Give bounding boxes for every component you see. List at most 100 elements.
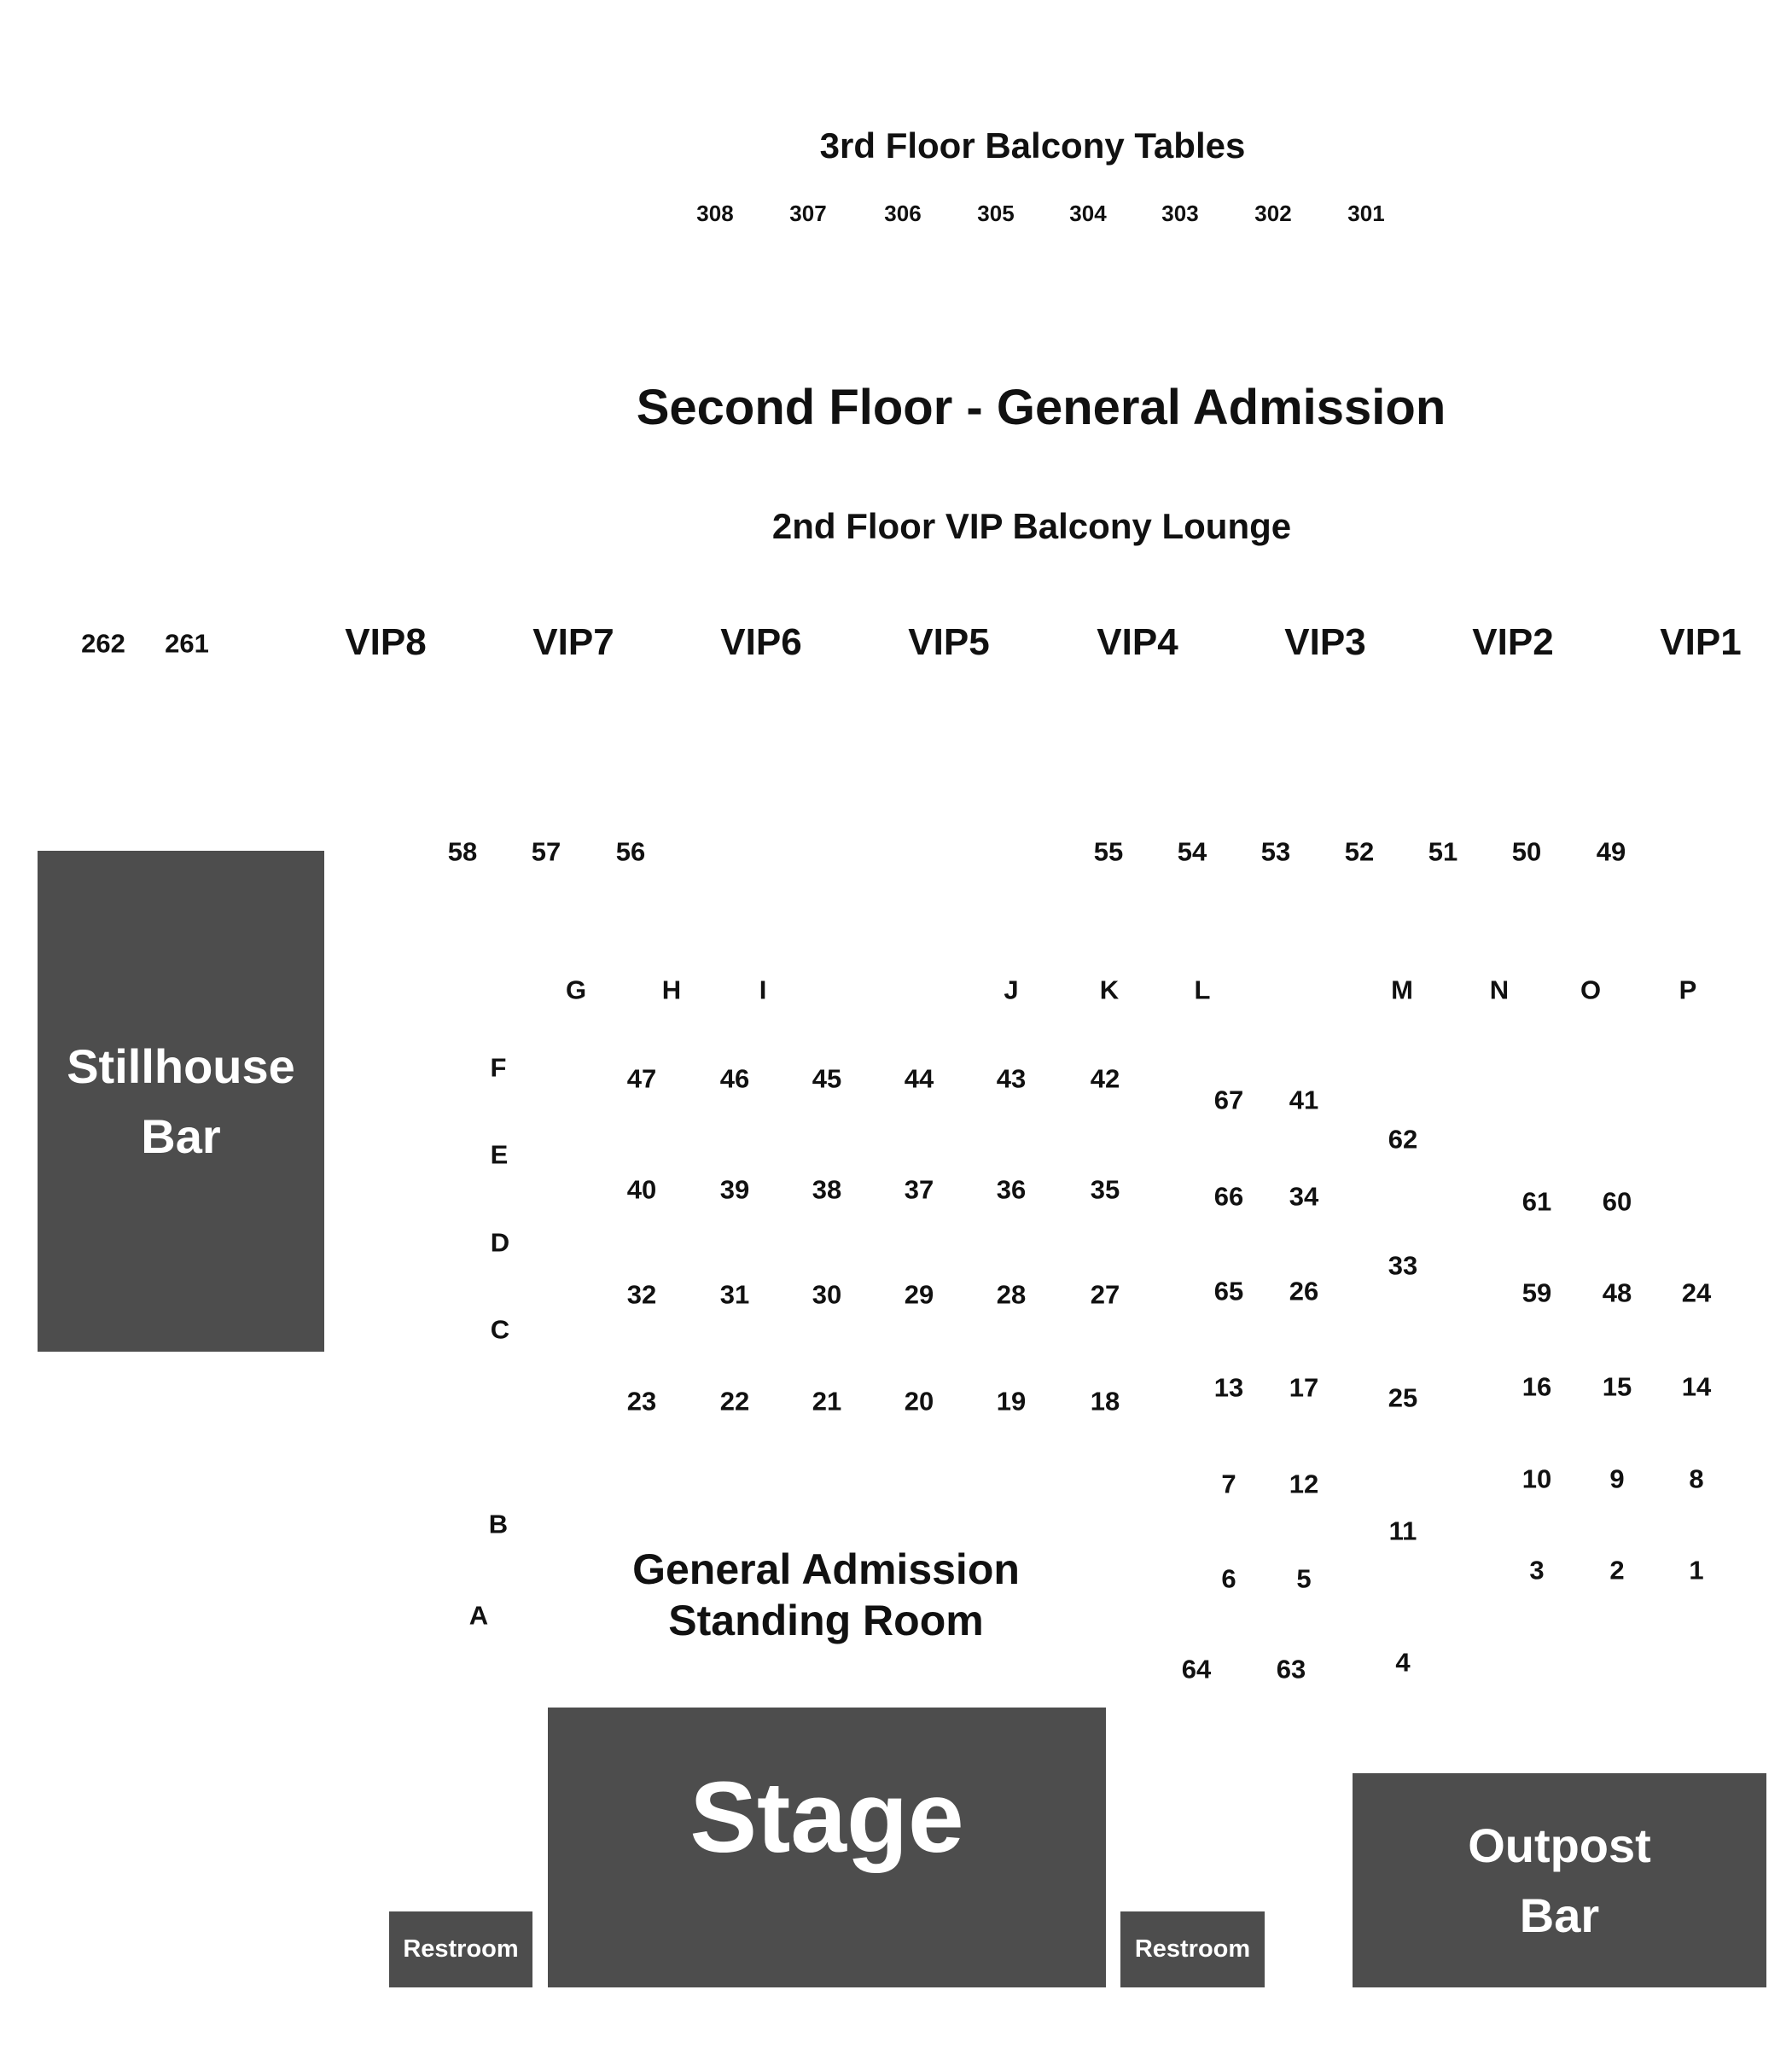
table[interactable]: 38 [812, 1174, 842, 1205]
table[interactable]: 22 [719, 1386, 750, 1417]
vip-section[interactable]: VIP3 [1284, 621, 1366, 663]
table[interactable]: 23 [626, 1386, 657, 1417]
lounge-table[interactable]: 261 [165, 628, 209, 659]
table[interactable]: 47 [626, 1063, 657, 1094]
vip-section[interactable]: VIP6 [720, 621, 802, 663]
table[interactable]: 14 [1681, 1371, 1712, 1402]
table[interactable]: 7 [1221, 1469, 1236, 1499]
table[interactable]: 40 [626, 1174, 657, 1205]
column-letter: G [565, 975, 587, 1005]
stage-label: Stage [689, 1761, 964, 1874]
column-letter: H [661, 975, 682, 1005]
vip-section[interactable]: VIP4 [1097, 621, 1178, 663]
table[interactable]: 57 [531, 836, 561, 867]
stillhouse-bar[interactable]: Stillhouse Bar [38, 851, 324, 1352]
table[interactable]: 10 [1521, 1463, 1552, 1494]
balcony-table[interactable]: 301 [1347, 201, 1385, 226]
table[interactable]: 8 [1689, 1463, 1704, 1494]
table[interactable]: 56 [615, 836, 646, 867]
table[interactable]: 3 [1529, 1555, 1545, 1585]
table[interactable]: 25 [1388, 1382, 1418, 1413]
table[interactable]: 28 [996, 1279, 1027, 1310]
general-admission-line2: Standing Room [668, 1597, 984, 1644]
table[interactable]: 64 [1181, 1654, 1212, 1684]
outpost-bar[interactable]: Outpost Bar [1353, 1773, 1766, 1987]
table[interactable]: 30 [812, 1279, 842, 1310]
vip-section[interactable]: VIP7 [532, 621, 614, 663]
table[interactable]: 49 [1596, 836, 1626, 867]
table[interactable]: 4 [1395, 1647, 1411, 1678]
table[interactable]: 66 [1213, 1181, 1244, 1212]
table[interactable]: 29 [904, 1279, 934, 1310]
table[interactable]: 42 [1090, 1063, 1120, 1094]
table[interactable]: 48 [1602, 1277, 1632, 1308]
table[interactable]: 27 [1090, 1279, 1120, 1310]
table[interactable]: 59 [1521, 1277, 1552, 1308]
table[interactable]: 67 [1213, 1085, 1244, 1115]
balcony-table[interactable]: 306 [884, 201, 922, 226]
table[interactable]: 18 [1090, 1386, 1120, 1417]
table[interactable]: 44 [904, 1063, 934, 1094]
stage[interactable]: Stage [548, 1708, 1106, 1987]
table[interactable]: 43 [996, 1063, 1027, 1094]
table[interactable]: 60 [1602, 1186, 1632, 1217]
table[interactable]: 12 [1289, 1469, 1319, 1499]
table[interactable]: 62 [1388, 1124, 1418, 1155]
table[interactable]: 45 [812, 1063, 842, 1094]
table[interactable]: 52 [1344, 836, 1375, 867]
vip-section[interactable]: VIP8 [345, 621, 427, 663]
table[interactable]: 1 [1689, 1555, 1704, 1585]
row-letter: D [490, 1227, 510, 1258]
table[interactable]: 16 [1521, 1371, 1552, 1402]
table[interactable]: 6 [1221, 1563, 1236, 1594]
table[interactable]: 21 [812, 1386, 842, 1417]
table[interactable]: 20 [904, 1386, 934, 1417]
table[interactable]: 19 [996, 1386, 1027, 1417]
table[interactable]: 46 [719, 1063, 750, 1094]
table[interactable]: 58 [447, 836, 478, 867]
table[interactable]: 11 [1388, 1516, 1417, 1546]
table[interactable]: 65 [1213, 1276, 1244, 1306]
table[interactable]: 53 [1260, 836, 1291, 867]
table[interactable]: 26 [1289, 1276, 1319, 1306]
table[interactable]: 50 [1511, 836, 1542, 867]
restroom-left[interactable]: Restroom [389, 1911, 532, 1987]
balcony-table[interactable]: 305 [977, 201, 1015, 226]
table[interactable]: 51 [1428, 836, 1458, 867]
outpost-bar-label-line1: Outpost [1468, 1818, 1651, 1873]
table[interactable]: 31 [719, 1279, 750, 1310]
table[interactable]: 33 [1388, 1250, 1418, 1281]
table[interactable]: 5 [1296, 1563, 1312, 1594]
vip-section[interactable]: VIP1 [1660, 621, 1742, 663]
table[interactable]: 39 [719, 1174, 750, 1205]
lounge-table[interactable]: 262 [81, 628, 125, 659]
table[interactable]: 9 [1609, 1463, 1625, 1494]
table[interactable]: 35 [1090, 1174, 1120, 1205]
table[interactable]: 37 [904, 1174, 934, 1205]
vip-section[interactable]: VIP5 [908, 621, 990, 663]
table[interactable]: 24 [1681, 1277, 1712, 1308]
row-letter: B [488, 1509, 509, 1539]
table[interactable]: 34 [1289, 1181, 1319, 1212]
table[interactable]: 15 [1602, 1371, 1632, 1402]
table[interactable]: 63 [1276, 1654, 1306, 1684]
balcony-table[interactable]: 303 [1161, 201, 1199, 226]
table[interactable]: 17 [1289, 1372, 1319, 1403]
vip-section[interactable]: VIP2 [1472, 621, 1554, 663]
balcony-table[interactable]: 302 [1254, 201, 1292, 226]
table[interactable]: 2 [1609, 1555, 1625, 1585]
restroom-right[interactable]: Restroom [1120, 1911, 1265, 1987]
table[interactable]: 61 [1521, 1186, 1552, 1217]
table[interactable]: 32 [626, 1279, 657, 1310]
table[interactable]: 54 [1177, 836, 1207, 867]
balcony-table[interactable]: 307 [789, 201, 827, 226]
table[interactable]: 13 [1213, 1372, 1244, 1403]
table[interactable]: 55 [1093, 836, 1124, 867]
table[interactable]: 36 [996, 1174, 1027, 1205]
table[interactable]: 41 [1289, 1085, 1319, 1115]
balcony-table[interactable]: 308 [696, 201, 734, 226]
balcony-table[interactable]: 304 [1069, 201, 1107, 226]
row-letter: F [490, 1052, 507, 1083]
column-letter: N [1489, 975, 1510, 1005]
stillhouse-bar-label-line2: Bar [141, 1108, 221, 1163]
